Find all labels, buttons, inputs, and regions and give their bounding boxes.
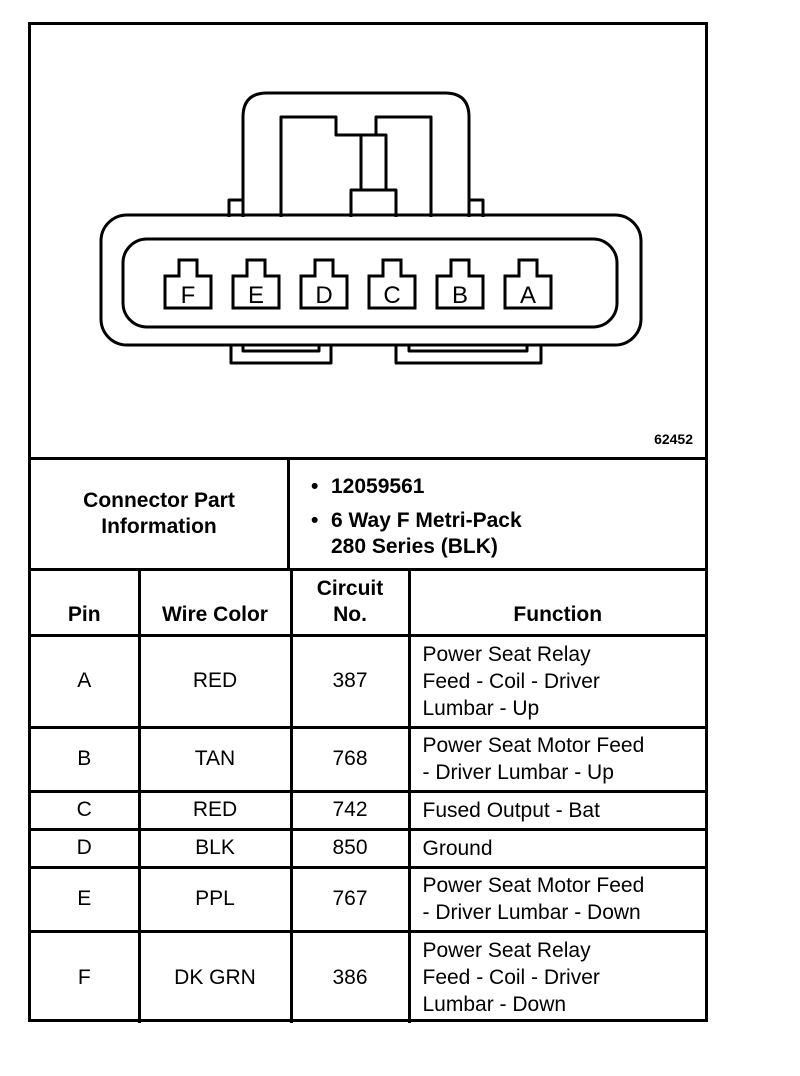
pin-label-e: E bbox=[248, 282, 264, 309]
cell-wire-color: RED bbox=[137, 633, 293, 729]
cell-pin: B bbox=[31, 725, 141, 793]
connector-outer-shell bbox=[99, 213, 643, 347]
part-desc-line2: 280 Series (BLK) bbox=[331, 535, 498, 558]
part-desc-line: • 6 Way F Metri-Pack 280 Series (BLK) bbox=[311, 508, 522, 560]
pin-label-b: B bbox=[452, 282, 468, 309]
part-number: 12059561 bbox=[331, 475, 425, 498]
cell-function: Ground bbox=[407, 827, 705, 869]
cell-pin: F bbox=[31, 929, 141, 1023]
pin-label-d: D bbox=[315, 282, 332, 309]
pin-terminal-f: F bbox=[163, 258, 213, 310]
function-line: Lumbar - Down bbox=[422, 993, 567, 1017]
part-number-line: • 12059561 bbox=[311, 474, 425, 500]
pin-label-c: C bbox=[383, 282, 400, 309]
function-line: Feed - Coil - Driver bbox=[422, 966, 600, 990]
connector-inner-cavity bbox=[121, 237, 619, 329]
cell-pin: D bbox=[31, 827, 141, 869]
function-line: Lumbar - Up bbox=[422, 696, 540, 720]
cell-wire-color: TAN bbox=[137, 725, 293, 793]
part-info-label: Connector Part Information bbox=[31, 460, 290, 568]
function-line: Ground bbox=[422, 836, 493, 860]
pin-terminal-b: B bbox=[435, 258, 485, 310]
cell-function: Power Seat Motor Feed - Driver Lumbar - U… bbox=[407, 725, 705, 793]
header-circuit-line2: No. bbox=[333, 602, 367, 626]
pin-terminal-d: D bbox=[299, 258, 349, 310]
cell-circuit: 768 bbox=[289, 725, 411, 793]
bottom-key-right bbox=[394, 345, 543, 365]
cell-circuit: 386 bbox=[289, 929, 411, 1023]
part-info-label-line1: Connector Part bbox=[83, 489, 235, 512]
cell-circuit: 742 bbox=[289, 789, 411, 831]
function-line: Power Seat Motor Feed bbox=[422, 874, 645, 897]
latch-inner bbox=[279, 115, 363, 217]
cell-circuit: 387 bbox=[289, 633, 411, 729]
cell-function: Power Seat Motor Feed - Driver Lumbar - D… bbox=[407, 865, 705, 933]
cell-pin: A bbox=[31, 633, 141, 729]
part-info-label-line2: Information bbox=[101, 515, 217, 538]
connector-drawing: F E D C B A 62452 bbox=[31, 25, 705, 460]
bullet-icon: • bbox=[311, 509, 319, 532]
function-line: - Driver Lumbar - Up bbox=[422, 761, 614, 784]
cell-circuit: 767 bbox=[289, 865, 411, 933]
pin-label-f: F bbox=[181, 282, 196, 309]
header-circuit-line1: Circuit bbox=[316, 576, 384, 600]
cell-wire-color: DK GRN bbox=[137, 929, 293, 1023]
bottom-key-left bbox=[229, 345, 333, 365]
part-desc-line1: 6 Way F Metri-Pack bbox=[331, 509, 522, 532]
function-line: - Driver Lumbar - Down bbox=[422, 901, 641, 924]
header-function: Function bbox=[407, 568, 705, 637]
header-pin: Pin bbox=[31, 568, 141, 637]
cell-wire-color: RED bbox=[137, 789, 293, 831]
pin-terminal-a: A bbox=[503, 258, 553, 310]
header-circuit: Circuit No. bbox=[289, 568, 411, 637]
cell-function: Fused Output - Bat bbox=[407, 789, 705, 831]
cell-pin: E bbox=[31, 865, 141, 933]
pin-terminal-c: C bbox=[367, 258, 417, 310]
latch-housing bbox=[241, 91, 471, 217]
figure-number: 62452 bbox=[654, 431, 693, 447]
cell-circuit: 850 bbox=[289, 827, 411, 869]
function-line: Power Seat Relay bbox=[422, 939, 591, 963]
header-wire-color: Wire Color bbox=[137, 568, 293, 637]
latch-inner-right bbox=[356, 115, 433, 217]
pin-label-a: A bbox=[520, 282, 536, 309]
connector-part-info: Connector Part Information • 12059561 • … bbox=[31, 460, 705, 571]
function-line: Power Seat Relay bbox=[422, 642, 591, 666]
cell-wire-color: PPL bbox=[137, 865, 293, 933]
pin-terminal-e: E bbox=[231, 258, 281, 310]
function-line: Fused Output - Bat bbox=[422, 798, 600, 822]
cell-wire-color: BLK bbox=[137, 827, 293, 869]
function-line: Feed - Coil - Driver bbox=[422, 669, 600, 693]
bullet-icon: • bbox=[311, 475, 319, 498]
function-line: Power Seat Motor Feed bbox=[422, 734, 645, 757]
cell-pin: C bbox=[31, 789, 141, 831]
